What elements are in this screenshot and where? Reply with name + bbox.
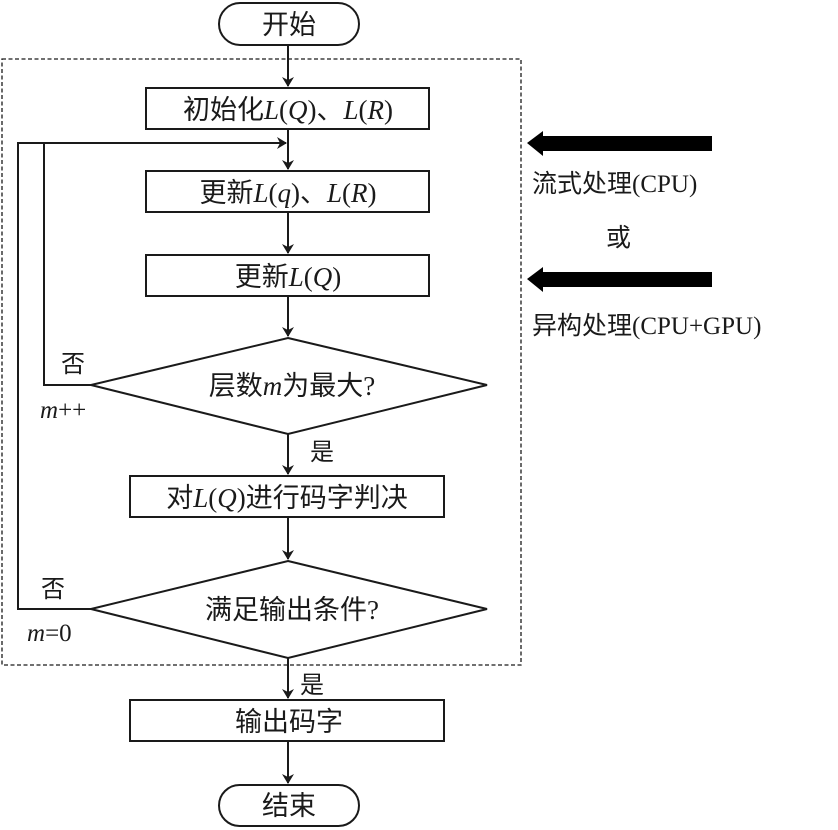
output-decision-label: 满足输出条件? (205, 595, 379, 625)
update-Q-label: 更新L(Q) (235, 262, 342, 292)
update-Q-label-part: Q (313, 262, 333, 292)
streaming-label: 流式处理(CPU) (532, 170, 697, 198)
init-label-part: R (367, 95, 385, 125)
update-Q-label-part: ) (332, 262, 341, 292)
init-label-part: L (263, 95, 279, 125)
output-no-action-label: m=0 (27, 620, 72, 647)
output-node: 输出码字 (129, 699, 445, 742)
codeword-decision-label-part: 对 (166, 483, 193, 513)
update-qr-label-part: )、 (291, 178, 327, 208)
update-Q-node: 更新L(Q) (145, 254, 430, 297)
end-terminal-shape (218, 784, 360, 827)
output-no-label: 否 (41, 577, 65, 603)
update-Q-label-part: 更新 (235, 262, 289, 292)
init-node: 初始化L(Q)、L(R) (145, 87, 430, 130)
update-Q-process-box (145, 254, 430, 297)
heterogeneous-arrow-icon (527, 267, 712, 292)
update-Q-label-part: ( (304, 262, 313, 292)
update-qr-label-part: L (326, 178, 342, 208)
start-node: 开始 (218, 2, 360, 46)
codeword-decision-label-part: )进行码字判决 (237, 483, 408, 513)
processing-group-boundary (1, 58, 522, 666)
init-label: 初始化L(Q)、L(R) (183, 95, 393, 125)
update-qr-label-part: ( (269, 178, 278, 208)
end-node: 结束 (218, 784, 360, 827)
loop-layers-no-back (43, 137, 287, 386)
update-qr-node: 更新L(q)、L(R) (145, 170, 430, 213)
output-yes-label: 是 (300, 673, 324, 699)
update-qr-label: 更新L(q)、L(R) (199, 178, 376, 208)
codeword-decision-label-part: L (192, 483, 208, 513)
layers-no-action-var: m (40, 397, 58, 424)
codeword-decision-label-part: Q (217, 483, 237, 513)
heterogeneous-label: 异构处理(CPU+GPU) (532, 312, 761, 340)
init-label-part: 初始化 (183, 95, 264, 125)
init-label-part: )、 (308, 95, 344, 125)
update-qr-label-part: R (350, 178, 368, 208)
output-process-box (129, 699, 445, 742)
init-label-part: ( (279, 95, 288, 125)
init-process-box (145, 87, 430, 130)
layers-decision-label-part: m (263, 371, 283, 401)
layers-decision-node: 层数m为最大? (90, 336, 488, 436)
init-label-part: Q (288, 95, 308, 125)
init-label-part: ) (384, 95, 393, 125)
layers-no-action-op: ++ (58, 397, 86, 424)
update-qr-label-part: 更新 (199, 178, 253, 208)
init-label-part: L (343, 95, 359, 125)
update-qr-label-part: ( (342, 178, 351, 208)
layers-no-label: 否 (61, 352, 85, 378)
update-Q-label-part: L (288, 262, 304, 292)
layers-decision-label-part: 层数 (209, 371, 263, 401)
layers-yes-label: 是 (310, 440, 334, 466)
output-no-action-var: m (27, 620, 45, 647)
update-qr-label-part: ) (368, 178, 377, 208)
layers-decision-label-part: 为最大? (282, 371, 375, 401)
output-label: 输出码字 (235, 707, 343, 737)
output-decision-node: 满足输出条件? (90, 559, 488, 660)
update-qr-label-part: q (278, 178, 292, 208)
layers-no-action-label: m++ (40, 397, 86, 424)
output-no-action-op: =0 (45, 620, 72, 647)
output-decision-label-part: 满足输出条件? (205, 595, 379, 625)
codeword-decision-label: 对L(Q)进行码字判决 (166, 483, 408, 513)
codeword-decision-label-part: ( (208, 483, 217, 513)
or-label: 或 (606, 224, 631, 252)
streaming-arrow-icon (527, 131, 712, 156)
loop-output-no-back (17, 142, 91, 610)
init-label-part: ( (359, 95, 368, 125)
start-label: 开始 (262, 10, 316, 40)
end-label: 结束 (262, 791, 316, 821)
layers-decision-label: 层数m为最大? (209, 371, 375, 401)
codeword-decision-node: 对L(Q)进行码字判决 (129, 475, 445, 518)
update-qr-label-part: L (252, 178, 268, 208)
